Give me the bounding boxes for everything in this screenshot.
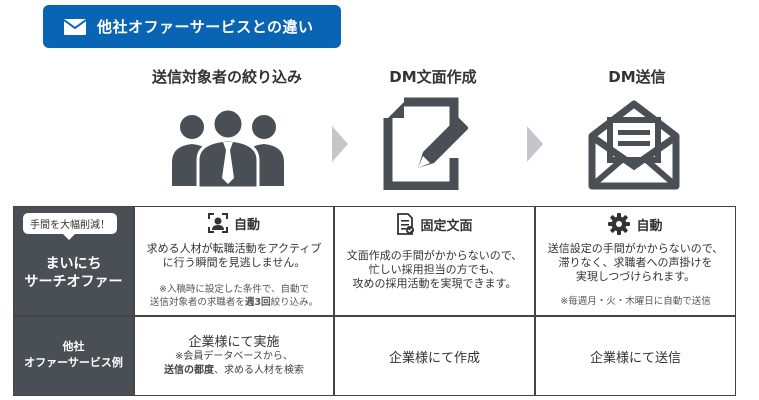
gear-icon	[608, 213, 631, 235]
row-header-competitor: 他社 オファーサービス例	[13, 316, 134, 396]
feature-label: 自動	[233, 217, 260, 233]
row-title: 他社 オファーサービス例	[24, 340, 123, 369]
feature-note: ※毎週月・火・木曜日に自動で送信	[560, 296, 711, 307]
feature-note: ※入稿時に設定した条件で、自動で 送信対象者の求職者を週3回絞り込み。	[149, 284, 319, 308]
competitor-main-text: 企業様にて実施	[188, 335, 280, 350]
competitor-main-text: 企業様にて送信	[589, 351, 681, 366]
step-heading-1: 送信対象者の絞り込み	[151, 68, 302, 86]
feature-cell-template: 固定文面 文面作成の手間がかからないので、 忙しい採用担当の方でも、 攻めの採用…	[334, 206, 535, 316]
edit-document-icon	[383, 97, 468, 190]
step-heading-2: DM文面作成	[389, 68, 477, 86]
feature-label: 自動	[636, 218, 663, 234]
row-title: まいにち サーチオファー	[24, 256, 123, 290]
step-heading-3: DM送信	[608, 68, 666, 86]
feature-description: 文面作成の手間がかからないので、 忙しい採用担当の方でも、 攻めの採用活動を実現…	[346, 249, 523, 290]
chevron-right-icon	[332, 126, 348, 162]
mail-icon	[63, 18, 87, 35]
chevron-right-icon	[527, 126, 543, 162]
open-envelope-icon	[588, 100, 680, 190]
person-target-icon	[207, 213, 228, 233]
comparison-table: 手間を大幅削減！ まいにち サーチオファー 自動 求める人材が転職活動をアクティ…	[13, 206, 736, 396]
competitor-cell-targeting: 企業様にて実施 ※会員データベースから、 送信の都度、求める人材を検索	[134, 316, 334, 396]
document-check-icon	[397, 213, 415, 235]
competitor-main-text: 企業様にて作成	[388, 351, 480, 366]
feature-description: 求める人材が転職活動をアクティブ に行う瞬間を見逃しません。	[146, 242, 322, 269]
competitor-cell-template: 企業様にて作成	[334, 316, 535, 396]
feature-description: 送信設定の手間がかからないので、 滞りなく、求職者への声掛けを 実現しつづけられ…	[547, 242, 724, 283]
feature-cell-sending: 自動 送信設定の手間がかからないので、 滞りなく、求職者への声掛けを 実現しつづ…	[535, 206, 736, 316]
row-header-mainichi: 手間を大幅削減！ まいにち サーチオファー	[13, 206, 134, 316]
badge-label: 手間を大幅削減！	[23, 213, 117, 240]
title-banner: 他社オファーサービスとの違い	[43, 5, 341, 48]
feature-cell-targeting: 自動 求める人材が転職活動をアクティブ に行う瞬間を見逃しません。 ※入稿時に設…	[134, 206, 334, 316]
people-icon	[172, 107, 284, 190]
page-title: 他社オファーサービスとの違い	[97, 18, 314, 36]
competitor-cell-sending: 企業様にて送信	[535, 316, 736, 396]
feature-label: 固定文面	[420, 218, 473, 234]
competitor-sub-text: ※会員データベースから、 送信の都度、求める人材を検索	[164, 351, 304, 376]
